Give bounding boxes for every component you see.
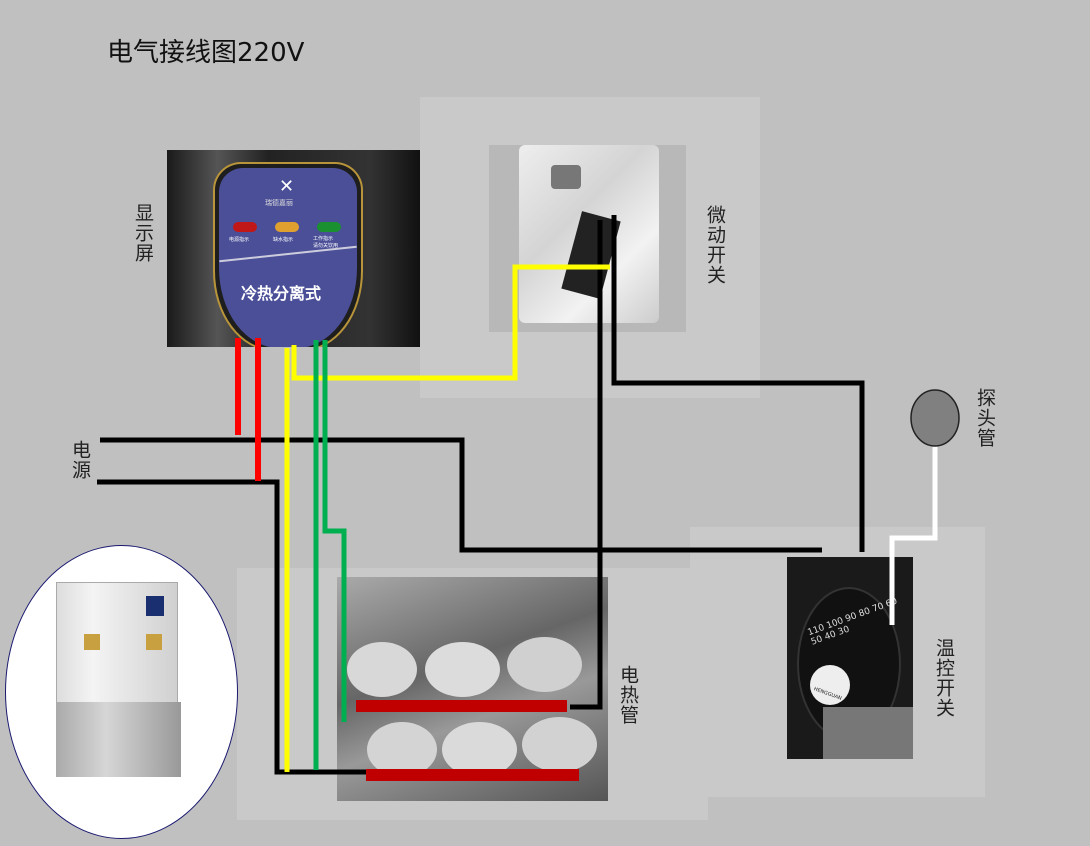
label-thermostat: 温控开关	[933, 638, 955, 718]
label-heater: 电热管	[617, 665, 639, 725]
heater-bar-upper	[356, 700, 567, 712]
power-indicator-light	[233, 222, 257, 232]
label-power: 电源	[69, 440, 91, 480]
power-line-2	[97, 479, 383, 775]
power-line-1	[100, 437, 822, 553]
indicator-label: 缺水指示	[273, 237, 294, 243]
work-indicator-light	[317, 222, 341, 232]
display-face: ✕ 瑞德嘉丽 电源指示 缺水指示 工作指示 请勿关饮用 冷热分离式	[219, 168, 357, 347]
label-micro-switch: 微动开关	[704, 205, 726, 285]
probe-wire	[889, 445, 938, 625]
label-probe: 探头管	[974, 388, 996, 448]
thermostat-logo-icon: HENGGUAN	[810, 665, 850, 705]
model-text: 冷热分离式	[241, 284, 322, 303]
yellow-wire-2	[291, 264, 610, 381]
water-dispenser-image	[5, 545, 238, 839]
heater-bar-lower	[366, 769, 579, 781]
green-wire-2	[322, 340, 347, 722]
label-display: 显示屏	[132, 203, 154, 263]
display-photo: ✕ 瑞德嘉丽 电源指示 缺水指示 工作指示 请勿关饮用 冷热分离式	[167, 150, 420, 347]
switch-to-thermostat-wire	[611, 215, 865, 552]
water-indicator-light	[275, 222, 299, 232]
indicator-label: 电源指示	[229, 237, 250, 243]
heater-photo	[337, 577, 608, 801]
brand-logo-icon: ✕	[279, 176, 295, 197]
indicator-label: 工作指示 请勿关饮用	[313, 236, 339, 249]
brand-name: 瑞德嘉丽	[265, 199, 293, 207]
diagram-title: 电气接线图220V	[107, 38, 305, 68]
probe-icon	[910, 389, 960, 447]
switch-to-heater-wire	[570, 220, 603, 710]
micro-switch-photo	[489, 145, 686, 332]
